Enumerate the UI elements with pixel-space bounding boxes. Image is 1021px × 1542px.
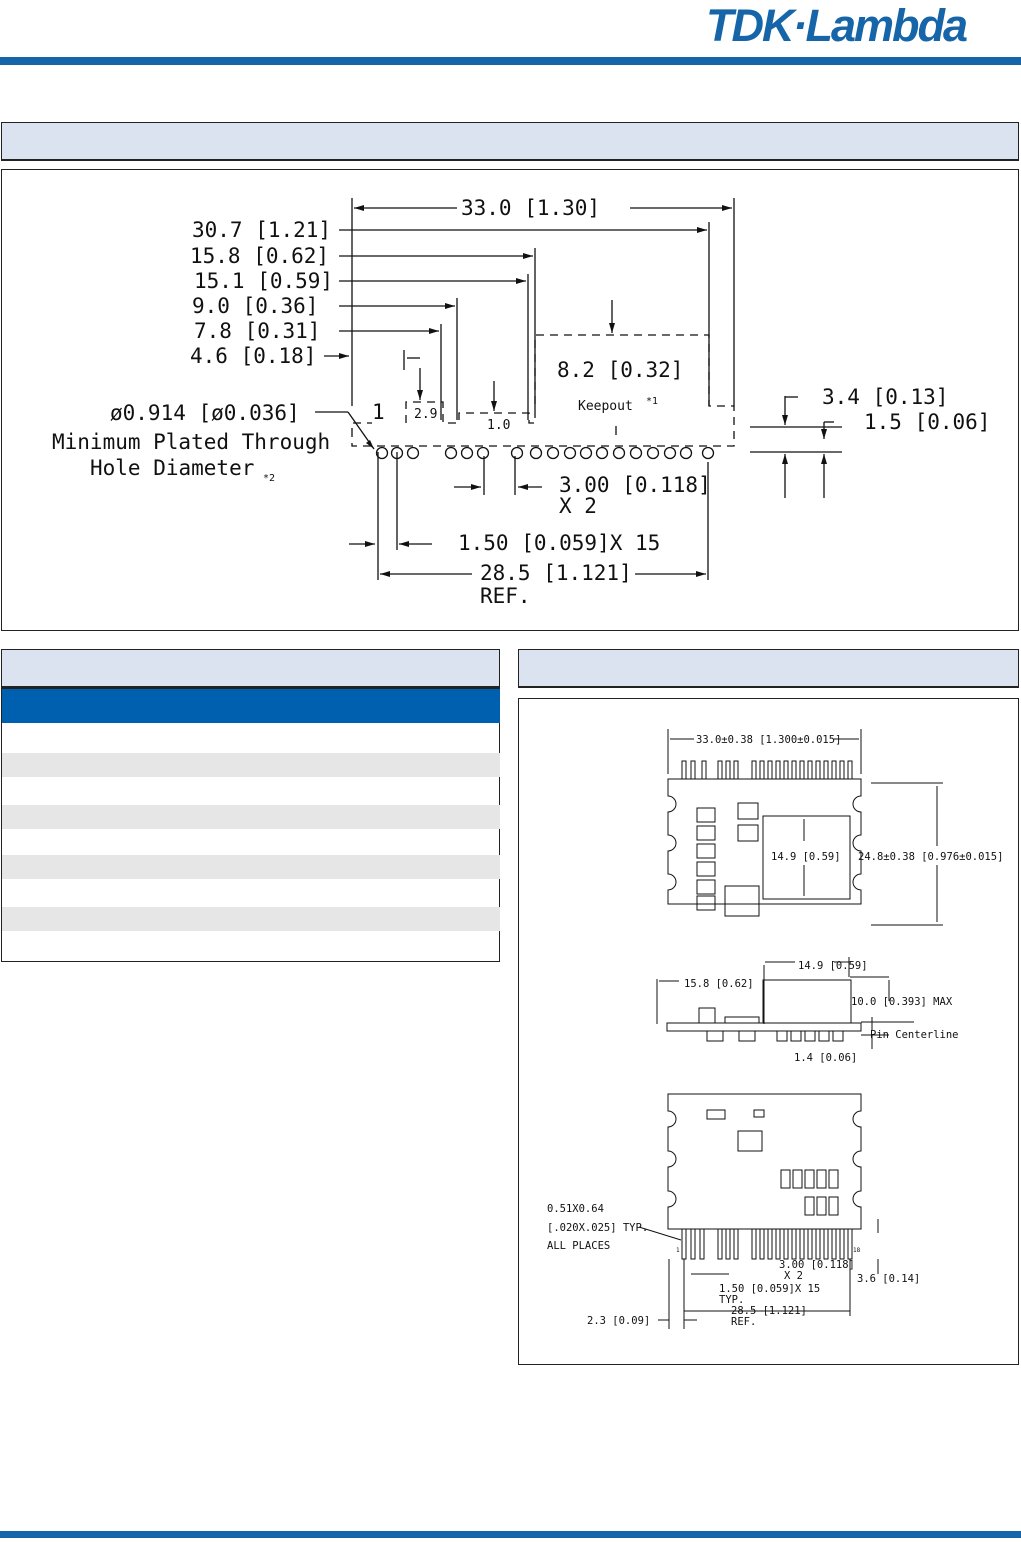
- keepout-note: *1: [646, 396, 658, 407]
- table-row: [2, 805, 500, 829]
- pin-size-note-3: ALL PLACES: [547, 1240, 610, 1252]
- pin-1-label: 1: [372, 400, 385, 424]
- bottom-3-6-dim: 3.6 [0.14]: [857, 1273, 920, 1285]
- top-height-dim: 24.8±0.38 [0.976±0.015]: [858, 851, 1003, 863]
- pin-size-note: 0.51X0.64: [547, 1203, 604, 1215]
- table-row: [2, 777, 500, 805]
- hole-label-2: Hole Diameter: [90, 456, 254, 480]
- bottom-pitch-typ: TYP.: [719, 1294, 744, 1306]
- dim-7-8: 7.8 [0.31]: [194, 319, 320, 343]
- pitch-dim: 1.50 [0.059]X 15: [458, 531, 660, 555]
- bottom-2-3-dim: 2.3 [0.09]: [587, 1315, 650, 1327]
- bottom-pin-18-label: 18: [853, 1247, 861, 1254]
- header-rule: [0, 57, 1021, 65]
- mechanical-section-header: [518, 649, 1019, 688]
- ref-dim: 28.5 [1.121]: [480, 561, 632, 585]
- side-offset-dim: 15.8 [0.62]: [684, 978, 754, 990]
- side-width-dim: 14.9 [0.59]: [798, 960, 868, 972]
- table-header-row: [2, 689, 500, 723]
- bottom-ref-dim: 28.5 [1.121]: [731, 1305, 807, 1317]
- table-row: [2, 753, 500, 777]
- mechanical-drawing-panel: 33.0±0.38 [1.300±0.015] 24.8±0.38 [0.976…: [518, 698, 1019, 1365]
- footprint-drawing: 33.0 [1.30] 30.7 [1.21] 15.8 [0.62] 15.1…: [52, 196, 990, 608]
- gap-dim: 3.00 [0.118]: [559, 473, 711, 497]
- table-row: [2, 907, 500, 931]
- dim-3-4: 3.4 [0.13]: [822, 385, 948, 409]
- side-height-dim: 10.0 [0.393] MAX: [851, 996, 953, 1008]
- footprint-drawing-panel: 33.0 [1.30] 30.7 [1.21] 15.8 [0.62] 15.1…: [1, 169, 1019, 631]
- dim-overall: 33.0 [1.30]: [461, 196, 600, 220]
- table-row: [2, 931, 500, 961]
- bottom-pin-1-label: 1: [676, 1247, 680, 1254]
- dim-4-6: 4.6 [0.18]: [190, 344, 316, 368]
- dim-1-5: 1.5 [0.06]: [864, 410, 990, 434]
- dim-30-7: 30.7 [1.21]: [192, 218, 331, 242]
- hole-label-1: Minimum Plated Through: [52, 430, 330, 454]
- bottom-pitch-dim: 1.50 [0.059]X 15: [719, 1283, 820, 1295]
- table-row: [2, 723, 500, 753]
- mechanical-drawing: 33.0±0.38 [1.300±0.015] 24.8±0.38 [0.976…: [547, 729, 1003, 1329]
- bottom-gap-dim: 3.00 [0.118]: [779, 1259, 855, 1271]
- tdk-lambda-logo: TDK·Lambda: [706, 0, 968, 51]
- top-inner-dim: 14.9 [0.59]: [771, 851, 841, 863]
- hole-dim: ø0.914 [ø0.036]: [110, 401, 300, 425]
- side-pin-dim: 1.4 [0.06]: [794, 1052, 857, 1064]
- pin-size-note-2: [.020X.025] TYP.: [547, 1222, 648, 1234]
- dim-2-9: 2.9: [414, 407, 437, 422]
- keepout-dim: 8.2 [0.32]: [557, 358, 683, 382]
- dim-15-8: 15.8 [0.62]: [190, 244, 329, 268]
- table-row: [2, 829, 500, 855]
- bottom-ref-label: REF.: [731, 1316, 756, 1328]
- table-section-header: [1, 649, 500, 688]
- table-row: [2, 879, 500, 907]
- dim-15-1: 15.1 [0.59]: [194, 269, 333, 293]
- top-width-dim: 33.0±0.38 [1.300±0.015]: [696, 734, 841, 746]
- ref-label: REF.: [480, 584, 531, 608]
- keepout-label: Keepout: [578, 399, 633, 414]
- bottom-gap-multiplier: X 2: [784, 1270, 803, 1282]
- gap-multiplier: X 2: [559, 494, 597, 518]
- table-row: [2, 855, 500, 879]
- spec-table: [1, 688, 500, 962]
- footer-rule: [0, 1531, 1021, 1538]
- hole-note: *2: [263, 473, 275, 484]
- footprint-section-header: [1, 122, 1019, 161]
- pin-centerline-label: Pin Centerline: [870, 1029, 959, 1041]
- dim-1-0: 1.0: [487, 418, 510, 433]
- dim-9-0: 9.0 [0.36]: [192, 294, 318, 318]
